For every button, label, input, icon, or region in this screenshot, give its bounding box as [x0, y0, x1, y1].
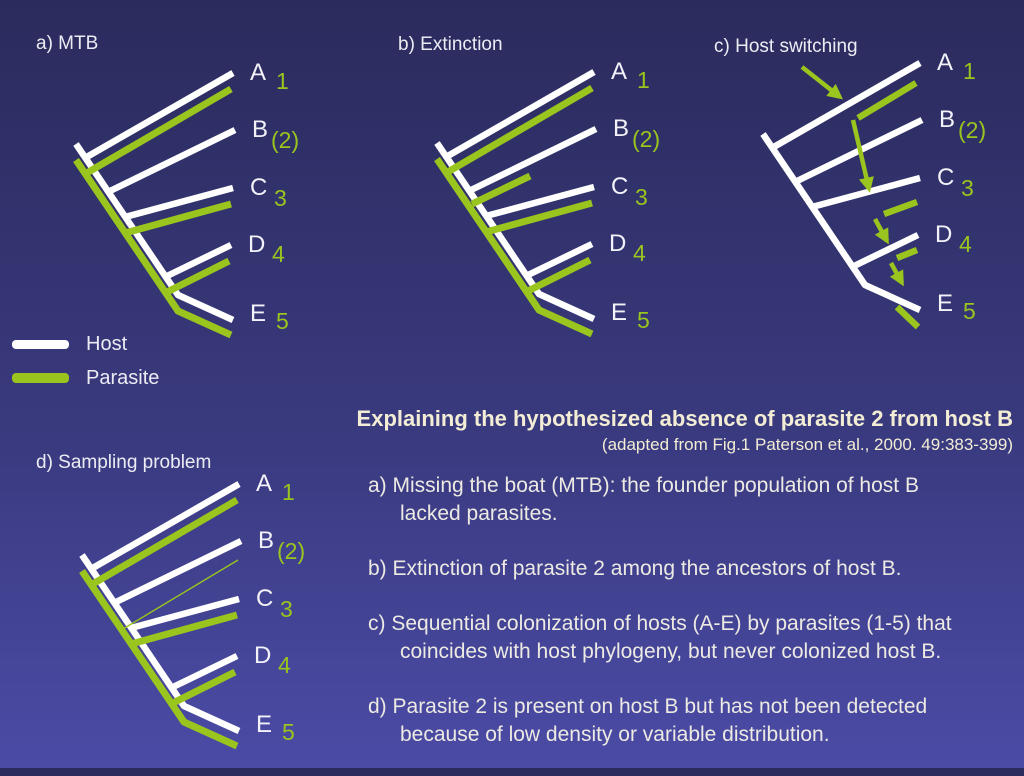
- host-label-e: E: [250, 300, 266, 327]
- parasite-label-4: 4: [272, 241, 285, 267]
- legend-parasite-label: Parasite: [86, 366, 160, 389]
- host-label-c: C: [937, 164, 954, 191]
- parasite-label-2: (2): [632, 126, 660, 152]
- parasite-label-3: 3: [961, 175, 974, 201]
- panel-a-header: a) MTB: [36, 33, 99, 54]
- host-label-d: D: [248, 231, 265, 258]
- parasite-5-segment: [894, 304, 921, 330]
- title-block: Explaining the hypothesized absence of p…: [357, 406, 1013, 455]
- parasite-label-1: 1: [282, 479, 295, 505]
- parasite-line-swatch: [12, 373, 69, 383]
- panel-sampling-problem: A B C D E 1 (2) 3 4 5: [71, 466, 321, 766]
- parasite-label-5: 5: [637, 307, 650, 333]
- parasite-label-5: 5: [963, 298, 976, 324]
- extinct-parasite-stub: [470, 172, 532, 208]
- panel-b-header: b) Extinction: [398, 34, 503, 55]
- host-switching-tree-svg: A B C D E 1 (2) 3 4 5: [752, 49, 986, 330]
- host-label-a: A: [611, 58, 627, 85]
- parasite-label-1: 1: [637, 67, 650, 93]
- host-label-b: B: [252, 116, 268, 143]
- legend-row-host: Host: [12, 332, 159, 356]
- host-label-a: A: [256, 470, 272, 497]
- sampling-problem-tree-svg: A B C D E 1 (2) 3 4 5: [71, 470, 305, 766]
- parasite-label-5: 5: [282, 719, 295, 745]
- parasite-label-2: (2): [271, 127, 299, 153]
- explanation-a-line2: lacked parasites.: [400, 502, 558, 525]
- host-label-d: D: [935, 221, 952, 248]
- parasite-label-3: 3: [280, 596, 293, 622]
- parasite-label-1: 1: [276, 68, 289, 94]
- host-label-a: A: [250, 59, 266, 86]
- host-label-a: A: [937, 49, 953, 76]
- parasite-4-segment: [895, 246, 919, 262]
- explanation-a-line1: a) Missing the boat (MTB): the founder p…: [368, 474, 919, 497]
- panel-d-header: d) Sampling problem: [36, 452, 212, 473]
- parasite-label-3: 3: [635, 184, 648, 210]
- explanation-item-b: b) Extinction of parasite 2 among the an…: [368, 555, 952, 583]
- panel-extinction: A B C D E 1 (2) 3 4 5: [426, 54, 676, 354]
- explanation-c-line1: c) Sequential colonization of hosts (A-E…: [368, 612, 952, 635]
- explanation-d-line1: d) Parasite 2 is present on host B but h…: [368, 695, 928, 718]
- host-label-b: B: [613, 115, 629, 142]
- parasite-label-1: 1: [963, 58, 976, 84]
- parasite-3-segment: [882, 198, 919, 218]
- legend-row-parasite: Parasite: [12, 366, 159, 390]
- switch-arrow-to-a: [800, 65, 844, 100]
- host-label-c: C: [250, 174, 267, 201]
- taxon-labels: A B C D E 1 (2) 3 4 5: [609, 58, 660, 333]
- low-density-parasite-hairline: [122, 559, 239, 630]
- explanation-b-line1: b) Extinction of parasite 2 among the an…: [368, 557, 902, 580]
- panel-host-switching: A B C D E 1 (2) 3 4 5: [752, 45, 1002, 345]
- slide-subtitle: (adapted from Fig.1 Paterson et al., 200…: [601, 435, 1013, 454]
- parasite-label-3: 3: [274, 185, 287, 211]
- panel-c-header: c) Host switching: [714, 36, 858, 57]
- host-line-swatch: [12, 339, 69, 349]
- switch-arrow-c-to-d: [873, 217, 889, 245]
- host-label-b: B: [939, 106, 955, 133]
- explanation-item-c: c) Sequential colonization of hosts (A-E…: [368, 610, 952, 666]
- mtb-tree-svg: A B C D E 1 (2) 3 4 5: [65, 59, 299, 355]
- parasite-label-4: 4: [633, 240, 646, 266]
- explanation-item-d: d) Parasite 2 is present on host B but h…: [368, 693, 952, 749]
- host-label-c: C: [256, 585, 273, 612]
- explanation-d-line2: because of low density or variable distr…: [400, 723, 830, 746]
- explanation-list: a) Missing the boat (MTB): the founder p…: [368, 472, 952, 776]
- explanation-item-a: a) Missing the boat (MTB): the founder p…: [368, 472, 952, 528]
- legend: Host Parasite: [12, 332, 159, 400]
- host-label-e: E: [256, 711, 272, 738]
- taxon-labels: A B C D E 1 (2) 3 4 5: [248, 59, 299, 334]
- host-label-e: E: [611, 299, 627, 326]
- parasite-label-5: 5: [276, 308, 289, 334]
- host-label-d: D: [254, 642, 271, 669]
- host-label-c: C: [611, 173, 628, 200]
- host-label-b: B: [258, 527, 274, 554]
- parasite-label-2: (2): [277, 538, 305, 564]
- host-label-e: E: [937, 290, 953, 317]
- switch-arrow-d-to-e: [889, 261, 904, 287]
- panel-mtb: A B C D E 1 (2) 3 4 5: [65, 55, 315, 355]
- parasite-label-4: 4: [278, 652, 291, 678]
- host-label-d: D: [609, 230, 626, 257]
- parasite-label-4: 4: [959, 231, 972, 257]
- legend-host-label: Host: [86, 332, 128, 355]
- taxon-labels: A B C D E 1 (2) 3 4 5: [254, 470, 305, 745]
- switch-arrow-a-to-c: [850, 119, 874, 193]
- colonization-marks: [800, 65, 921, 330]
- slide-title: Explaining the hypothesized absence of p…: [356, 406, 1013, 431]
- extinction-tree-svg: A B C D E 1 (2) 3 4 5: [426, 58, 660, 354]
- explanation-c-line2: coincides with host phylogeny, but never…: [400, 640, 942, 663]
- parasite-label-2: (2): [958, 117, 986, 143]
- parasite-1-segment: [856, 80, 918, 121]
- taxon-labels: A B C D E 1 (2) 3 4 5: [935, 49, 986, 324]
